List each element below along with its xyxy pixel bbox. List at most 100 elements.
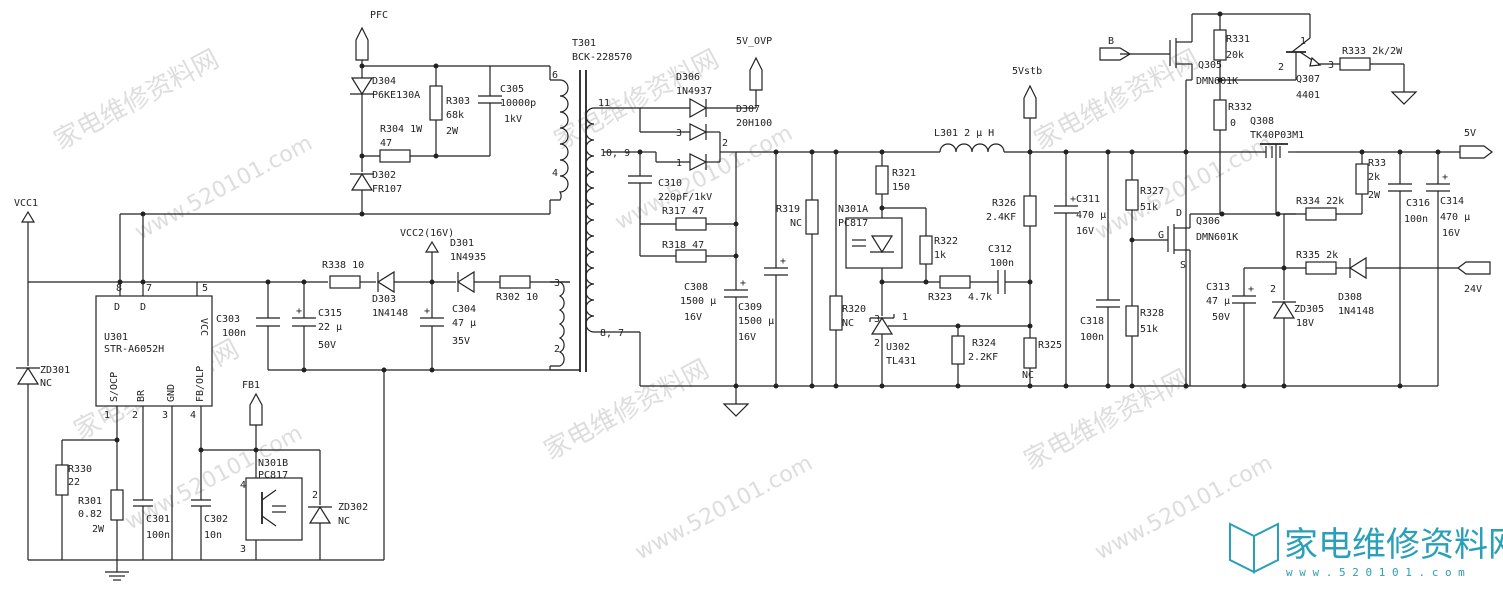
c311-capacitor: + C311 470 μ 16V <box>1054 152 1106 386</box>
d303-part: 1N4148 <box>372 308 408 319</box>
u301-n2: 2 <box>132 410 138 421</box>
q307-ref: Q307 <box>1296 74 1320 85</box>
r325-val: NC <box>1022 370 1034 381</box>
r327-resistor: R327 51k <box>1125 152 1164 240</box>
c310-capacitor: C310 220pF/1kV <box>628 152 712 224</box>
r303-w: 2W <box>446 126 459 137</box>
t301-pin2: 2 <box>554 344 560 355</box>
c310-val: 220pF/1kV <box>658 192 712 203</box>
q306-part: DMN601K <box>1196 232 1238 243</box>
r335-label: R335 2k <box>1296 250 1338 261</box>
u301-pin-gnd: GND <box>166 384 177 402</box>
c312-val: 100n <box>990 258 1014 269</box>
d303-diode: D303 1N4148 <box>372 270 408 319</box>
u301-part: STR-A6052H <box>104 344 164 355</box>
zd302-val: NC <box>338 516 350 527</box>
watermark-cn-3: 家电维修资料网 <box>1029 44 1204 156</box>
v24-input-terminal: 24V <box>1457 261 1491 295</box>
watermark-group: 家电维修资料网 www.520101.com 家电维修资料网 www.52010… <box>49 44 1276 565</box>
r324-resistor: R324 2.2KF <box>951 326 998 386</box>
q307-part: 4401 <box>1296 90 1320 101</box>
r319-val: NC <box>790 218 802 229</box>
c315-val: 22 μ <box>318 322 342 333</box>
r321-val: 150 <box>892 182 910 193</box>
r304-resistor: R304 1W 47 <box>379 124 423 163</box>
d307-part: 20H100 <box>736 118 772 129</box>
c302-capacitor: C302 10n <box>191 450 228 560</box>
c303-val: 100n <box>222 328 246 339</box>
u301-pin-d1: D <box>114 302 120 313</box>
r323-resistor: R323 4.7k <box>928 275 992 303</box>
c309-v: 16V <box>738 332 756 343</box>
t301-pin11: 11 <box>598 98 610 109</box>
r333-label: R333 2k/2W <box>1342 46 1403 57</box>
d308-part: 1N4148 <box>1338 306 1374 317</box>
c313-val: 47 μ <box>1206 296 1230 307</box>
t301-transformer: T301 BCK-228570 6 4 3 2 11 10, 9 8, 7 <box>549 38 632 372</box>
c304-val: 47 μ <box>452 318 476 329</box>
zd305-val: 18V <box>1296 318 1314 329</box>
vcc1-terminal: VCC1 <box>14 198 38 282</box>
n301b-n4: 4 <box>240 480 246 491</box>
r322-ref: R322 <box>934 236 958 247</box>
r330-ref: R330 <box>68 464 92 475</box>
d306-part: 1N4937 <box>676 86 712 97</box>
r33-val: 2k <box>1368 172 1380 183</box>
r323-val: 4.7k <box>968 292 992 303</box>
c314-val: 470 μ <box>1440 212 1470 223</box>
u301-pin-socp: S/OCP <box>109 372 120 402</box>
d302-ref: D302 <box>372 170 396 181</box>
q308-mosfet: Q308 TK40P03M1 <box>1250 116 1304 164</box>
c309-val: 1500 μ <box>738 316 774 327</box>
c314-capacitor: + C314 470 μ 16V <box>1426 152 1470 386</box>
t301-part: BCK-228570 <box>572 52 632 63</box>
c313-v: 50V <box>1212 312 1230 323</box>
c311-v: 16V <box>1076 226 1094 237</box>
u302-n1: 1 <box>902 312 908 323</box>
r318-resistor: R318 47 <box>662 240 707 263</box>
l301-inductor: L301 2 μ H <box>934 128 1005 153</box>
r317-label: R317 47 <box>662 206 704 217</box>
d307-n2: 2 <box>722 138 728 149</box>
q306-g: G <box>1158 230 1164 241</box>
q305-mosfet: Q305 DMN601K <box>1169 14 1238 87</box>
u302-n2: 2 <box>874 338 880 349</box>
q308-part: TK40P03M1 <box>1250 130 1304 141</box>
r334-resistor: R334 22k <box>1296 196 1344 221</box>
ground-symbol-secondary <box>722 386 750 417</box>
r330-resistor: R330 22 <box>55 464 92 560</box>
v5-ovp-label: 5V_OVP <box>736 36 772 47</box>
r331-ref: R331 <box>1226 34 1250 45</box>
fb1-terminal: FB1 <box>242 380 263 450</box>
svg-text:+: + <box>1070 194 1076 205</box>
v24-label: 24V <box>1464 284 1482 295</box>
q306-ref: Q306 <box>1196 216 1220 227</box>
zd305-n2: 2 <box>1270 284 1276 295</box>
n301a-optocoupler: N301A PC817 <box>838 204 903 282</box>
zd301-zener: ZD301 NC <box>16 282 70 560</box>
c315-capacitor: + C315 22 μ 50V <box>292 306 342 370</box>
q307-n2: 2 <box>1278 62 1284 73</box>
zd305-ref: ZD305 <box>1294 304 1324 315</box>
vcc2-terminal: VCC2(16V) <box>400 228 454 282</box>
r334-label: R334 22k <box>1296 196 1344 207</box>
zd305-zener: 2 ZD305 18V <box>1270 268 1324 386</box>
r332-ref: R332 <box>1228 102 1252 113</box>
c301-val: 100n <box>146 530 170 541</box>
c313-ref: C313 <box>1206 282 1230 293</box>
watermark-cn-1: 家电维修资料网 <box>49 44 224 156</box>
r303-ref: R303 <box>446 96 470 107</box>
r335-resistor: R335 2k <box>1296 250 1338 275</box>
r328-resistor: R328 51k <box>1125 240 1164 386</box>
c304-capacitor: + C304 47 μ 35V <box>420 304 476 370</box>
d306-diode: D306 1N4937 <box>640 72 756 119</box>
c305-ref: C305 <box>500 84 524 95</box>
vcc2-label: VCC2(16V) <box>400 228 454 239</box>
u301-pin-d2: D <box>140 302 146 313</box>
d301-diode: D301 1N4935 <box>450 238 486 294</box>
c315-ref: C315 <box>318 308 342 319</box>
r303-resistor: R303 68k 2W <box>429 66 470 156</box>
c305-v: 1kV <box>504 114 522 125</box>
r318-label: R318 47 <box>662 240 704 251</box>
